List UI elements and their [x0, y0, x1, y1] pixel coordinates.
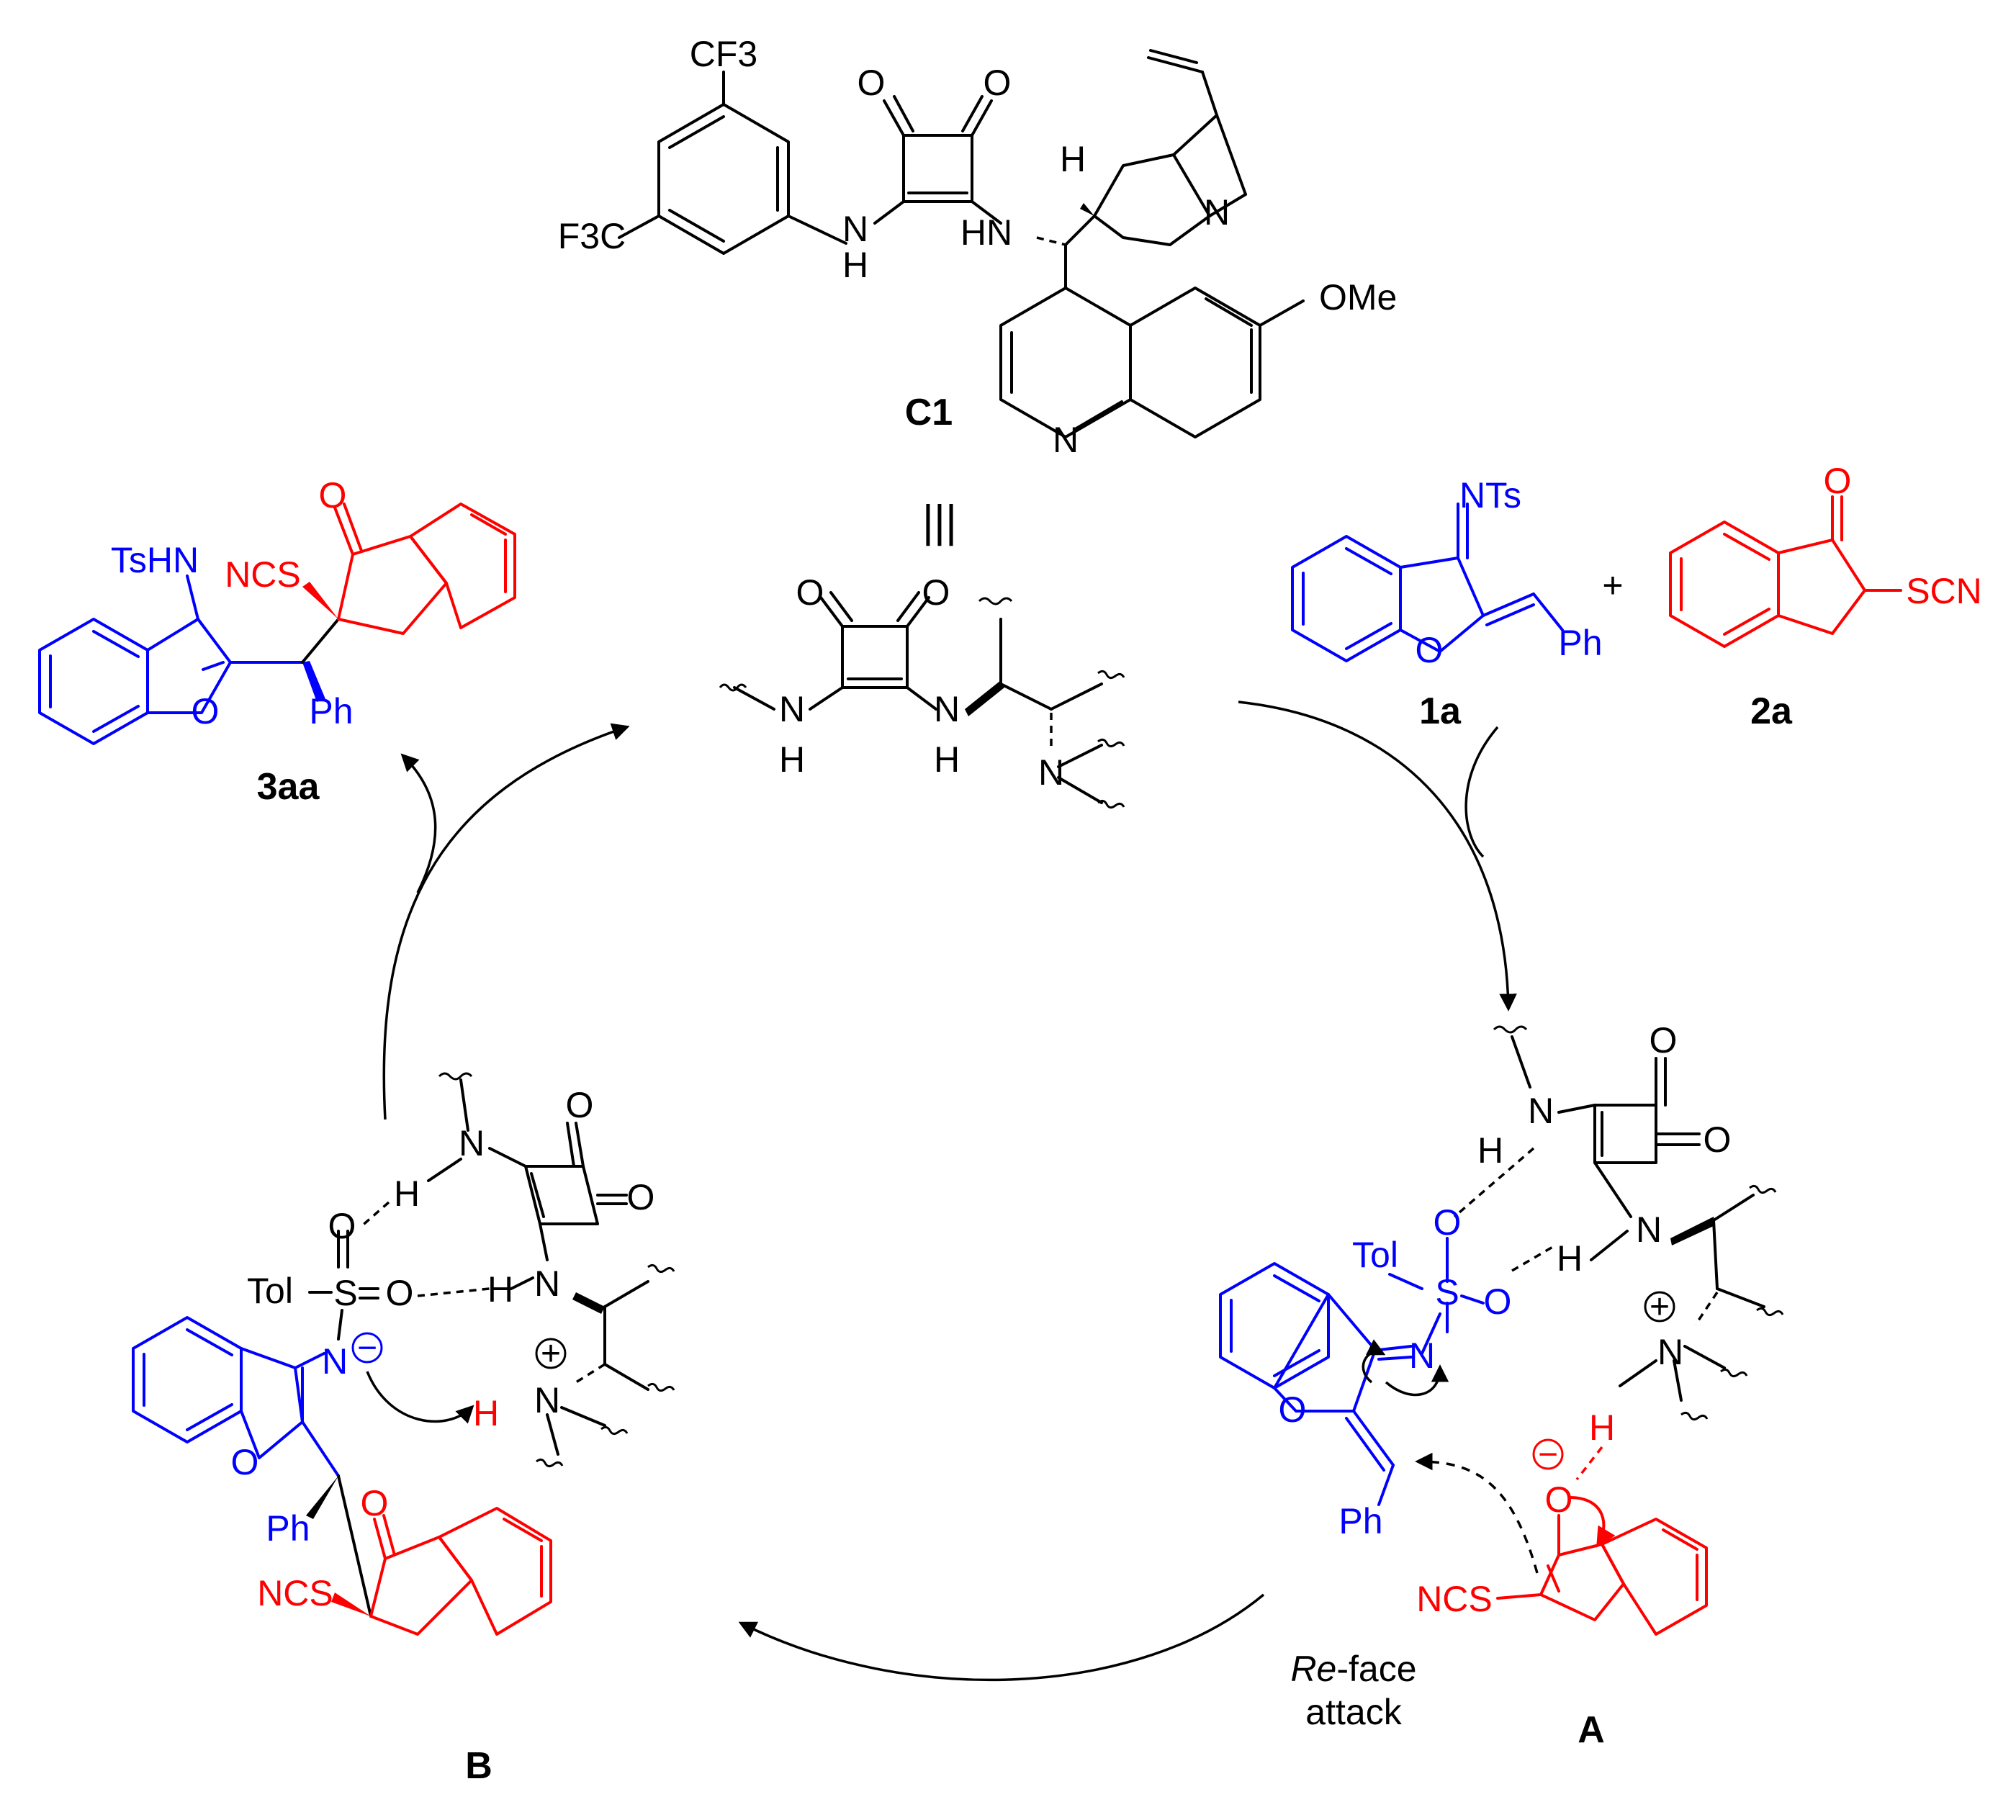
c1-oxygen-2: O: [984, 63, 1012, 103]
a-n-imine: N: [1409, 1335, 1435, 1376]
c1-nh-left: N: [842, 209, 868, 249]
b-n-top: N: [459, 1123, 485, 1163]
plus-sign: +: [1602, 565, 1623, 605]
a-minus-circle: [1532, 1438, 1564, 1470]
b-tol: Tol: [247, 1271, 293, 1311]
c1-h-bridge: H: [1060, 139, 1086, 179]
a-ncs: NCS: [1416, 1579, 1493, 1619]
substrate-2a: [1669, 495, 1902, 648]
equivalence-symbol: |||: [922, 497, 957, 546]
product-tshn-label: TsHN: [111, 540, 199, 580]
simp-n-1: N: [779, 689, 805, 729]
a-minus-sign: −: [1538, 1436, 1558, 1474]
a-s: S: [1435, 1272, 1459, 1312]
a-n-plus: N: [1657, 1332, 1683, 1372]
arrow-catalyst-to-A: [1238, 700, 1517, 1012]
c1-n-quinuclidine: N: [1204, 192, 1230, 233]
product-o-ketone: O: [319, 475, 347, 515]
s2-o-label: O: [1824, 461, 1852, 501]
b-minus-circle: [351, 1332, 383, 1364]
a-n-mid: N: [1636, 1209, 1662, 1250]
a-o-top: O: [1650, 1020, 1678, 1060]
a-ph: Ph: [1338, 1501, 1382, 1541]
a-o-s1: O: [1434, 1202, 1462, 1243]
s2-scn-label: SCN: [1906, 571, 1982, 611]
simp-h-2: H: [934, 739, 960, 780]
b-plus-circle: [535, 1338, 567, 1369]
b-n-mid: N: [534, 1263, 560, 1304]
b-o-top: O: [566, 1085, 594, 1125]
b-h-mid: H: [487, 1269, 513, 1310]
simp-n-2: N: [934, 689, 960, 729]
simp-oxygen-1: O: [796, 572, 824, 613]
a-o-s2: O: [1484, 1281, 1512, 1322]
s1-nts-label: NTs: [1459, 475, 1521, 515]
arrow-A-to-B: [738, 1593, 1265, 1682]
c1-oxygen-1: O: [858, 63, 886, 103]
a-n-top: N: [1528, 1091, 1554, 1131]
s1-label: 1a: [1419, 690, 1462, 732]
f3c-left-label: F3C: [558, 216, 626, 256]
c1-h-left: H: [842, 245, 868, 285]
simp-n-3: N: [1038, 752, 1064, 793]
intermediate-b: [132, 1072, 675, 1636]
product-label: 3aa: [257, 766, 320, 808]
s2-label: 2a: [1750, 690, 1793, 732]
s1-ph-label: Ph: [1558, 623, 1602, 663]
a-o-right: O: [1704, 1120, 1732, 1160]
a-plus-circle: [1644, 1291, 1675, 1323]
c1-hn-right: HN: [960, 212, 1012, 253]
b-n-minus: N: [322, 1341, 348, 1382]
s1-o-label: O: [1416, 630, 1444, 670]
b-label: B: [465, 1745, 492, 1787]
simp-oxygen-2: O: [922, 572, 950, 613]
b-o-furan: O: [231, 1442, 259, 1482]
arrow-B-to-catalyst: [382, 723, 630, 1120]
a-annotation-italic: Re: [1290, 1649, 1336, 1689]
b-o-s1: O: [328, 1206, 356, 1246]
b-plus-sign: +: [541, 1335, 561, 1373]
b-h-top: H: [394, 1173, 420, 1214]
b-h-red: H: [473, 1393, 499, 1433]
a-plus-sign: +: [1650, 1288, 1670, 1326]
b-s: S: [333, 1273, 357, 1313]
a-h-top: H: [1477, 1130, 1503, 1171]
c1-n-quinoline: N: [1053, 420, 1079, 460]
simplified-catalyst: [719, 591, 1125, 809]
a-annotation-line2: attack: [1305, 1692, 1402, 1732]
product-3aa: [38, 503, 516, 745]
substrate-1a: [1291, 503, 1564, 662]
product-ph-label: Ph: [309, 691, 353, 731]
a-label: A: [1578, 1709, 1605, 1751]
a-h-red: H: [1589, 1407, 1615, 1448]
simp-h-1: H: [779, 739, 805, 780]
b-ncs: NCS: [257, 1573, 333, 1613]
b-o-ketone: O: [361, 1483, 389, 1523]
b-o-right: O: [627, 1177, 655, 1217]
a-tol: Tol: [1352, 1235, 1398, 1275]
arrow-substrate-entry: [1464, 726, 1499, 858]
product-ncs-label: NCS: [225, 554, 301, 595]
arrow-product-release: [400, 753, 437, 893]
product-o-furan: O: [192, 691, 220, 731]
intermediate-a: [1219, 1025, 1784, 1636]
a-o-furan: O: [1279, 1389, 1307, 1430]
catalyst-c1: [618, 49, 1305, 438]
a-o-minus: O: [1545, 1479, 1573, 1520]
a-annotation-line1: Re-face: [1290, 1649, 1416, 1689]
b-ph: Ph: [266, 1508, 310, 1549]
a-h-mid: H: [1557, 1238, 1583, 1279]
cf3-top-label: CF3: [690, 34, 757, 74]
a-annotation-rest: -face: [1336, 1649, 1416, 1689]
b-o-s2: O: [386, 1273, 414, 1313]
b-minus-sign: −: [357, 1329, 377, 1367]
catalyst-label: C1: [905, 392, 953, 433]
b-n-plus: N: [534, 1380, 560, 1420]
ome-label: OMe: [1319, 277, 1397, 317]
